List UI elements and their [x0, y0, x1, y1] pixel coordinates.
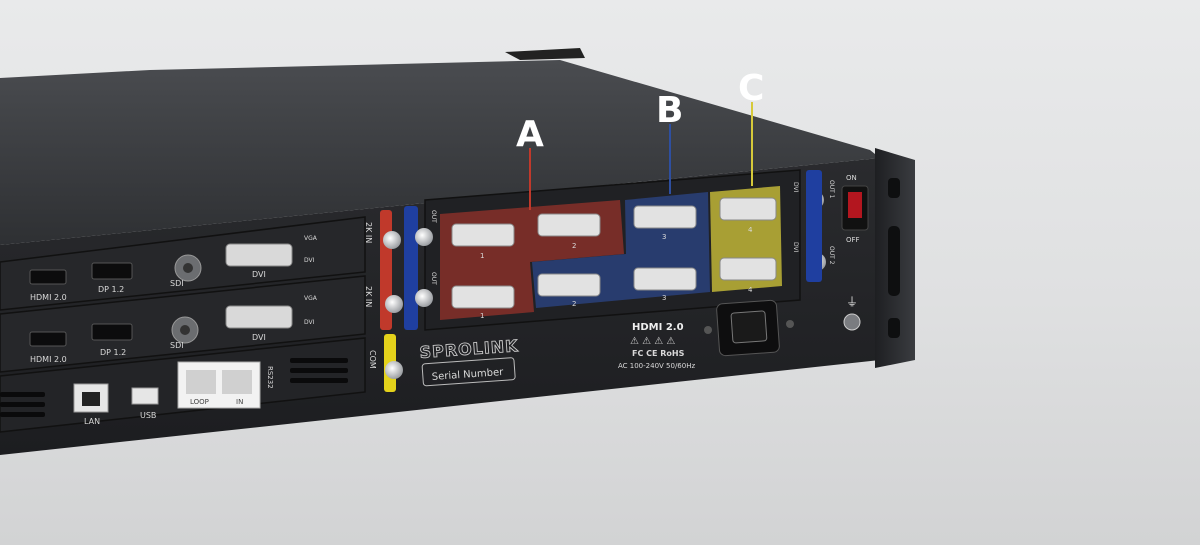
out-label: OUT — [430, 272, 437, 285]
hdmi-logo: HDMI 2.0 — [632, 322, 684, 333]
switch-off-label: OFF — [846, 236, 860, 244]
port-number: 3 — [662, 294, 666, 302]
usb-label: USB — [140, 411, 156, 420]
screw-icon — [704, 326, 712, 334]
hdmi-label: HDMI 2.0 — [30, 293, 67, 302]
ear-slot-low — [888, 318, 900, 338]
dp-label: DP 1.2 — [98, 285, 124, 294]
callout-a: A — [516, 114, 544, 155]
port-number: 2 — [572, 300, 576, 308]
left-card-1: HDMI 2.0 DP 1.2 SDI DVI VGA DVI — [29, 235, 318, 302]
input-top-label: 2K IN — [364, 222, 373, 243]
dvi-out-top-4[interactable] — [719, 197, 777, 221]
com-label: COM — [368, 350, 377, 369]
dvi-port[interactable] — [225, 243, 293, 267]
callout-c: C — [738, 68, 764, 109]
out2-label: OUT 2 — [828, 246, 835, 265]
power-rating: AC 100-240V 50/60Hz — [618, 362, 695, 370]
lan-port[interactable] — [73, 383, 109, 413]
thumb-screw[interactable] — [415, 228, 433, 246]
dvi-port[interactable] — [225, 305, 293, 329]
dvi-out-label: DVI — [792, 182, 799, 193]
dvi-out-top-1[interactable] — [451, 223, 515, 247]
dvi-out-bottom-1[interactable] — [451, 285, 515, 309]
left-card-2: HDMI 2.0 DP 1.2 SDI DVI VGA DVI — [29, 295, 318, 364]
vga-label: VGA — [304, 235, 318, 242]
input-strip-blue — [404, 206, 418, 330]
vga-label: VGA — [304, 295, 318, 302]
chassis-top — [0, 60, 880, 245]
thumb-screw[interactable] — [385, 361, 403, 379]
vent-grille — [0, 358, 348, 417]
rs232-label: RS232 — [266, 366, 274, 389]
dvi-label: DVI — [252, 333, 266, 342]
hdmi-port[interactable] — [29, 269, 67, 285]
port-number: 1 — [480, 312, 484, 320]
port-number: 3 — [662, 233, 666, 241]
dvi-out-top-2[interactable] — [537, 213, 601, 237]
hdmi-port[interactable] — [29, 331, 67, 347]
power-switch-rocker — [848, 192, 862, 218]
dvi-out-bottom-3[interactable] — [633, 267, 697, 291]
out-label: OUT — [430, 210, 437, 223]
port-number: 4 — [748, 226, 753, 234]
cert-marks: FC CE RoHS — [632, 349, 685, 358]
sdi-core — [180, 325, 190, 335]
usb-port[interactable] — [131, 387, 159, 405]
out-strip-blue — [806, 170, 822, 282]
port-number: 2 — [572, 242, 576, 250]
dvi-out-top-3[interactable] — [633, 205, 697, 229]
ground-icon: ⏚ — [846, 295, 858, 309]
dvi-small-label: DVI — [304, 257, 315, 264]
ear-slot-bottom — [888, 226, 900, 296]
power-socket — [730, 310, 768, 344]
dp-port[interactable] — [91, 323, 133, 341]
dvi-out-bottom-4[interactable] — [719, 257, 777, 281]
dp-port[interactable] — [91, 262, 133, 280]
output-ports — [451, 197, 777, 309]
dvi-out-bottom-2[interactable] — [537, 273, 601, 297]
port-number: 4 — [748, 286, 753, 294]
lan-label: LAN — [84, 417, 100, 426]
screw-icon — [786, 320, 794, 328]
dvi-label: DVI — [252, 270, 266, 279]
sdi-label: SDI — [170, 279, 184, 288]
rack-ear-top — [505, 48, 585, 60]
port-number: 1 — [480, 252, 484, 260]
dvi-out-label: DVI — [792, 242, 799, 253]
ear-slot-top — [888, 178, 900, 198]
ground-screw[interactable] — [843, 313, 861, 331]
thumb-screw[interactable] — [415, 289, 433, 307]
switch-on-label: ON — [846, 174, 857, 182]
in-label: IN — [236, 398, 243, 406]
sdi-label: SDI — [170, 341, 184, 350]
hdmi-label: HDMI 2.0 — [30, 355, 67, 364]
dp-label: DP 1.2 — [100, 348, 126, 357]
input-bottom-label: 2K IN — [364, 286, 373, 307]
serial-box — [421, 357, 516, 387]
serial-label: Serial Number — [431, 367, 504, 383]
out1-label: OUT 1 — [828, 180, 835, 199]
dvi-small-label: DVI — [304, 319, 315, 326]
loop-label: LOOP — [190, 398, 209, 406]
thumb-screw[interactable] — [385, 295, 403, 313]
callout-b: B — [656, 90, 683, 131]
warning-icon: ⚠ ⚠ ⚠ ⚠ — [630, 336, 675, 347]
thumb-screw[interactable] — [383, 231, 401, 249]
output-port-numbers: 1 2 3 4 1 2 3 4 OUT OUT DVI DVI OUT 1 OU… — [430, 180, 835, 320]
bottom-io: LAN USB LOOP IN RS232 — [73, 361, 274, 426]
sdi-core — [183, 263, 193, 273]
